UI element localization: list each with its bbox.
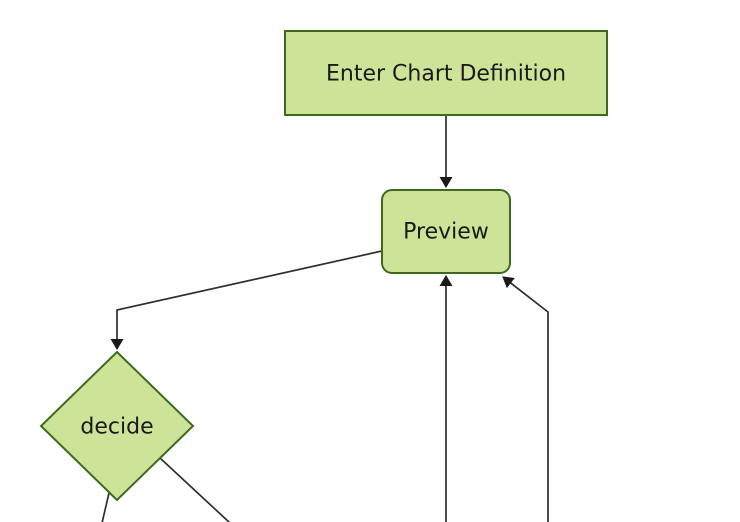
preview-box xyxy=(381,189,511,274)
edge-decide-to-bottom xyxy=(159,457,231,522)
enter-chart-definition-label: Enter Chart Definition xyxy=(326,62,566,87)
edge-preview-to-decide xyxy=(110,250,383,350)
node-decide: decide xyxy=(39,350,195,502)
decide-diamond xyxy=(39,350,195,502)
node-enter-chart-definition: Enter Chart Definition xyxy=(284,30,608,116)
edge-bottomright-to-preview xyxy=(502,276,549,522)
edge-decide-to-bottomleft xyxy=(101,492,110,522)
decide-label: decide xyxy=(80,415,153,440)
node-preview: Preview xyxy=(381,189,511,274)
preview-label: Preview xyxy=(403,220,489,245)
enter-chart-definition-box xyxy=(284,30,608,116)
